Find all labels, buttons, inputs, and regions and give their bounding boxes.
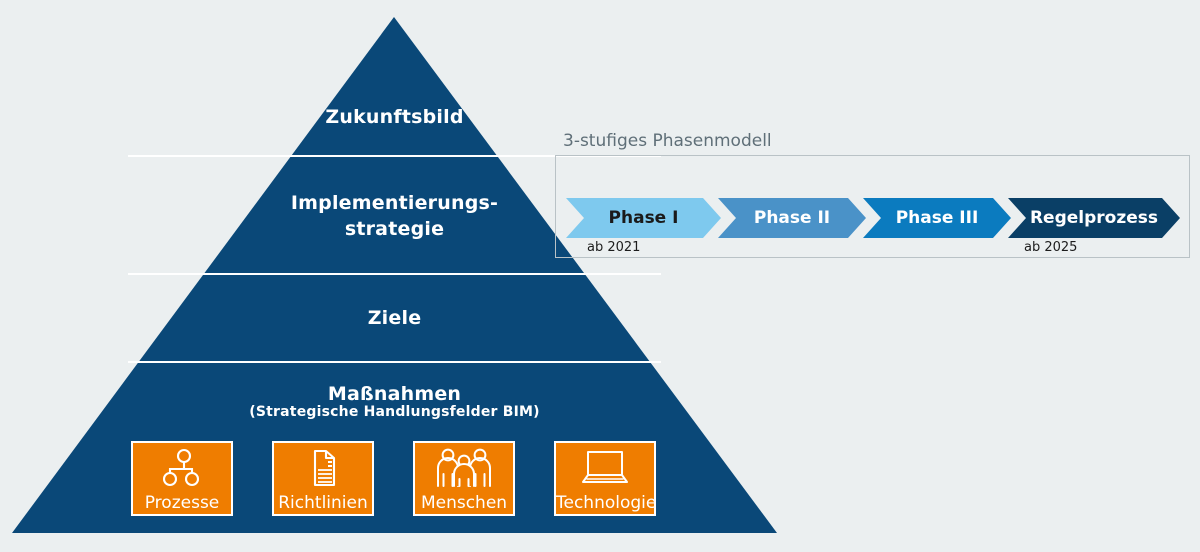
pyramid-level-massnahmen-subtitle: (Strategische Handlungsfelder BIM): [249, 404, 540, 420]
phase-model-title: 3-stufiges Phasenmodell: [563, 131, 772, 151]
laptop-icon: [556, 447, 654, 489]
phase-model-panel: [555, 155, 1190, 258]
action-tile-technologie-label: Technologie: [556, 493, 657, 513]
action-tile-richtlinien-label: Richtlinien: [278, 493, 368, 513]
pyramid-level-massnahmen-label: Maßnahmen: [327, 383, 462, 405]
phase-arrow-phase-2[interactable]: Phase II: [718, 198, 866, 238]
phase-note-end: ab 2025: [1024, 240, 1078, 255]
action-tile-richtlinien[interactable]: Richtlinien: [272, 441, 374, 516]
people-icon: [415, 447, 513, 489]
document-icon: [274, 447, 372, 489]
action-tile-menschen[interactable]: Menschen: [413, 441, 515, 516]
action-tile-technologie[interactable]: Technologie: [554, 441, 656, 516]
implementierung-line-2: strategie: [344, 218, 445, 240]
pyramid-level-implementierungsstrategie-label: Implementierungs- strategie: [0, 190, 789, 242]
phase-arrow-regelprozess[interactable]: Regelprozess: [1008, 198, 1180, 238]
phase-arrow-phase-1[interactable]: Phase I: [566, 198, 721, 238]
pyramid-level-ziele-label: Ziele: [367, 307, 422, 329]
implementierung-line-1: Implementierungs-: [290, 192, 499, 214]
pyramid-level-zukunftsbild-label: Zukunftsbild: [325, 106, 464, 128]
action-field-tiles: Prozesse Richtlinien: [131, 441, 657, 516]
phase-arrow-phase-3[interactable]: Phase III: [863, 198, 1011, 238]
action-tile-prozesse-label: Prozesse: [144, 493, 220, 513]
org-chart-icon: [133, 447, 231, 489]
phase-note-start: ab 2021: [587, 240, 641, 255]
action-tile-prozesse[interactable]: Prozesse: [131, 441, 233, 516]
action-tile-menschen-label: Menschen: [420, 493, 508, 513]
